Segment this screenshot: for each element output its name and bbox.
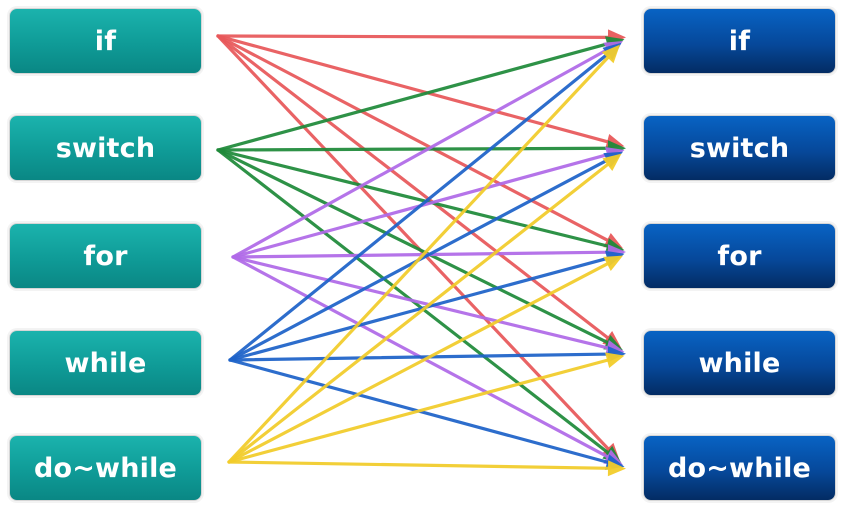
arrow-line-1-0 bbox=[216, 41, 611, 152]
left-node-do-while-label: do~while bbox=[33, 452, 178, 484]
right-node-do-while: do~while bbox=[643, 435, 836, 501]
right-node-while-label: while bbox=[698, 347, 781, 379]
arrow-line-1-1 bbox=[216, 146, 612, 152]
arrow-line-0-1 bbox=[216, 34, 611, 144]
right-node-if: if bbox=[643, 8, 836, 74]
arrow-head-4-3 bbox=[605, 352, 625, 369]
left-node-do-while: do~while bbox=[9, 435, 202, 501]
arrow-line-0-4 bbox=[216, 34, 611, 452]
arrow-line-3-0 bbox=[228, 51, 611, 362]
left-node-for-label: for bbox=[83, 240, 128, 272]
arrow-line-3-3 bbox=[228, 352, 612, 362]
right-node-for: for bbox=[643, 223, 836, 289]
arrow-head-4-4 bbox=[607, 460, 626, 477]
left-node-if: if bbox=[9, 8, 202, 74]
arrow-line-4-4 bbox=[227, 460, 612, 470]
arrow-line-1-2 bbox=[216, 148, 611, 248]
arrow-line-3-2 bbox=[228, 256, 611, 362]
arrow-line-4-1 bbox=[227, 161, 611, 464]
right-node-for-label: for bbox=[717, 240, 762, 272]
arrow-line-4-2 bbox=[227, 261, 611, 464]
arrow-line-0-2 bbox=[216, 34, 611, 243]
arrow-head-4-1 bbox=[602, 153, 622, 172]
arrow-line-2-0 bbox=[231, 47, 611, 259]
left-node-while-label: while bbox=[64, 347, 147, 379]
arrow-line-0-3 bbox=[216, 34, 611, 341]
right-node-switch: switch bbox=[643, 115, 836, 181]
arrow-line-1-3 bbox=[216, 148, 611, 345]
right-node-if-label: if bbox=[728, 25, 751, 57]
arrow-head-4-0 bbox=[601, 44, 620, 64]
right-node-while: while bbox=[643, 330, 836, 396]
left-node-switch-label: switch bbox=[55, 132, 156, 164]
left-node-for: for bbox=[9, 223, 202, 289]
arrow-line-4-3 bbox=[227, 358, 611, 464]
arrow-head-4-2 bbox=[603, 255, 623, 272]
left-node-if-label: if bbox=[94, 25, 117, 57]
arrow-line-0-0 bbox=[216, 34, 612, 39]
left-node-while: while bbox=[9, 330, 202, 396]
right-node-switch-label: switch bbox=[689, 132, 790, 164]
arrow-line-2-3 bbox=[231, 255, 611, 350]
right-node-do-while-label: do~while bbox=[667, 452, 812, 484]
arrow-line-4-0 bbox=[227, 54, 611, 464]
left-node-switch: switch bbox=[9, 115, 202, 181]
